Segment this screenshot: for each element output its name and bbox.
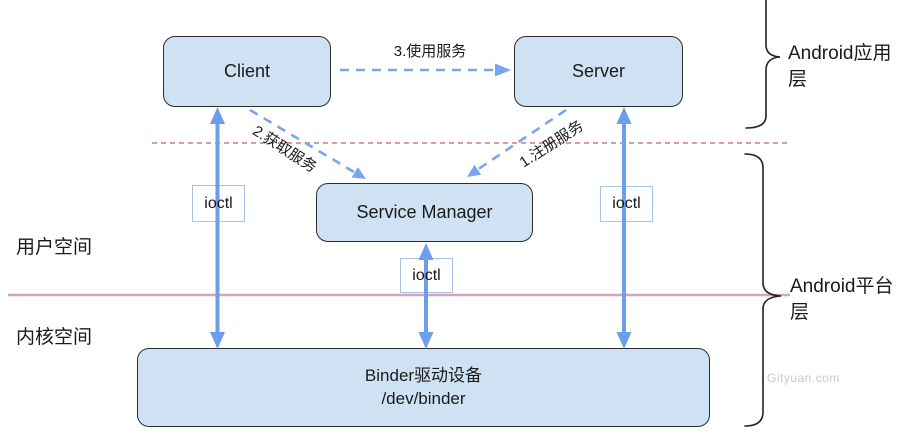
ioctl-box-right	[600, 186, 653, 222]
client-node-label: Client	[223, 61, 271, 82]
service-manager-node: Service Manager	[316, 183, 533, 242]
android-app-layer-label: Android应用层	[788, 43, 892, 90]
register-service-arrow-label: 1.注册服务	[516, 117, 587, 172]
binder-driver-label-line1: Binder驱动设备	[364, 365, 483, 385]
use-service-arrow-label: 3.使用服务	[393, 43, 467, 60]
binder-driver-label-line2: /dev/binder	[381, 388, 466, 408]
client-binder-arrow	[210, 107, 225, 349]
client-node: Client	[163, 36, 331, 107]
ioctl-label-middle: ioctl	[412, 266, 441, 284]
ioctl-label-left: ioctl	[204, 194, 233, 212]
watermark: Gityuan.com	[767, 371, 840, 385]
use-service-arrow	[340, 63, 511, 77]
server-node: Server	[514, 36, 683, 107]
binder-driver-node: Binder驱动设备 /dev/binder	[137, 348, 710, 427]
ioctl-label-right: ioctl	[612, 195, 641, 212]
user-space-label: 用户空间	[16, 237, 93, 258]
platform-layer-brace	[744, 153, 782, 427]
server-node-label: Server	[571, 61, 625, 82]
android-platform-layer-label: Android平台层	[790, 276, 894, 323]
service-manager-node-label: Service Manager	[356, 202, 493, 223]
kernel-space-label: 内核空间	[16, 327, 93, 348]
server-binder-arrow	[616, 107, 632, 349]
app-layer-brace	[745, 0, 781, 129]
get-service-arrow-label: 2.获取服务	[249, 122, 320, 177]
